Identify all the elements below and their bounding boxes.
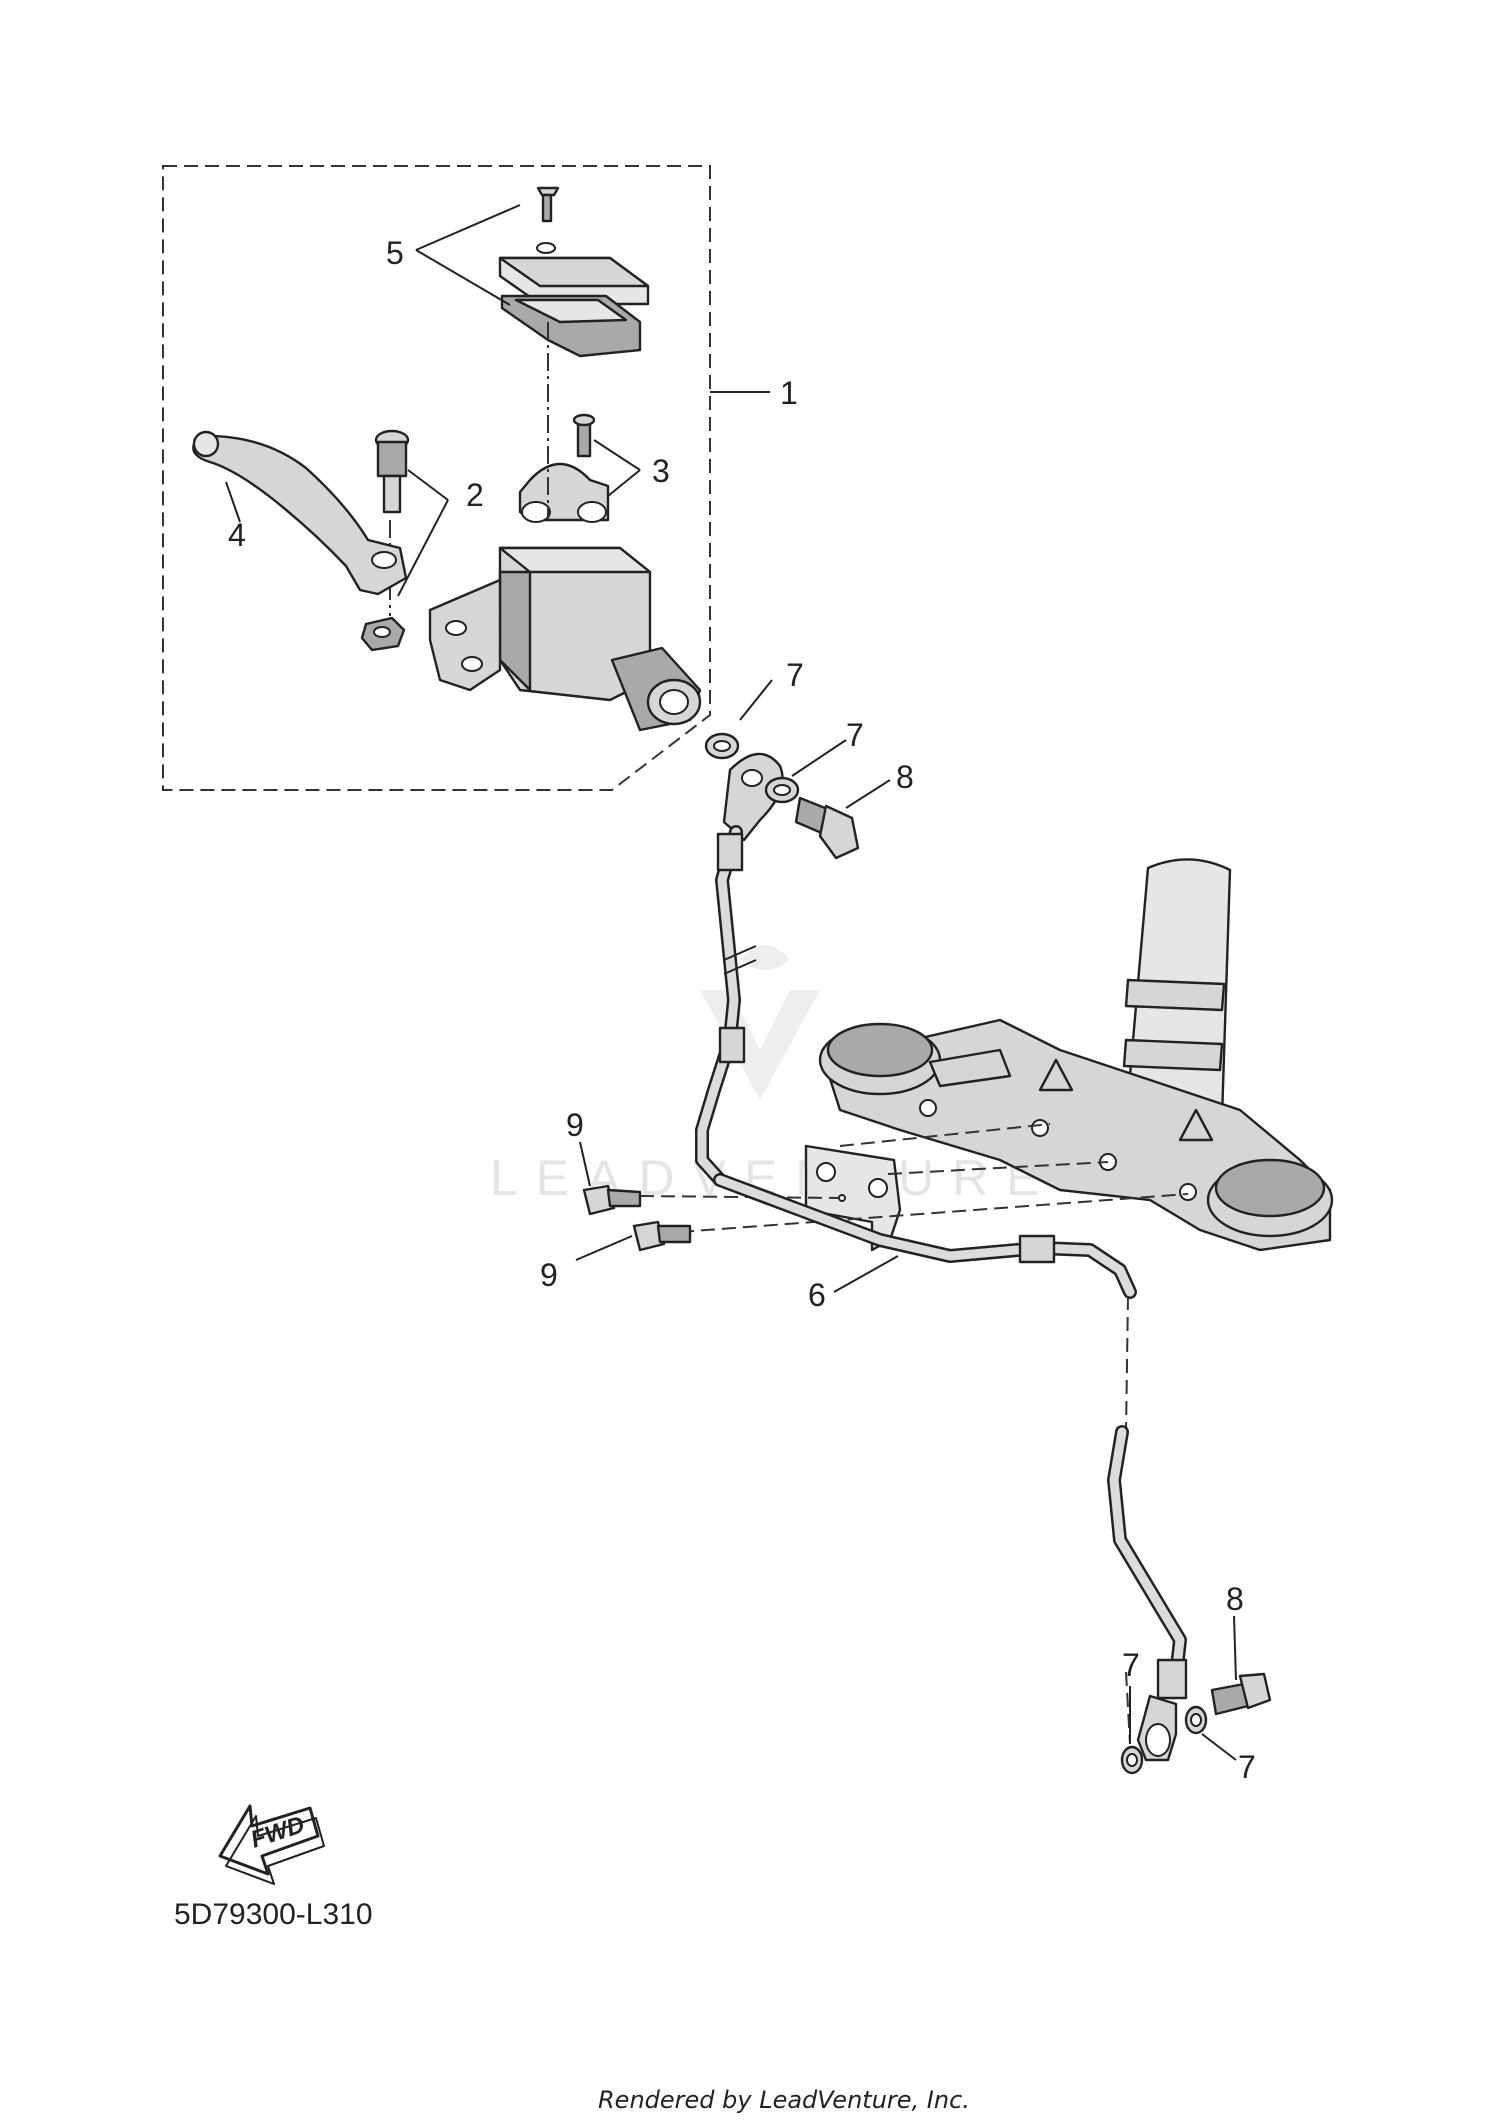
diagram-code: 5D79300-L310: [174, 1898, 373, 1931]
lever-pivot-bolt: [360, 429, 410, 652]
callout-3: 3: [652, 453, 670, 489]
callout-7-upper-right: 7: [846, 717, 864, 753]
footer-credit: Rendered by LeadVenture, Inc.: [598, 2086, 970, 2114]
callout-7-upper-left: 7: [786, 657, 804, 693]
upper-union-bolt: [794, 796, 860, 860]
brake-lever: [192, 430, 408, 596]
callout-8-lower: 8: [1226, 1581, 1244, 1617]
callout-9-upper: 9: [566, 1107, 584, 1143]
brake-hose-lower: [713, 1173, 1188, 1700]
leader-lines: [225, 481, 1237, 1761]
upper-banjo-fitting: [704, 732, 800, 842]
fwd-arrow-icon: FWD: [218, 1804, 325, 1885]
callout-2: 2: [466, 477, 484, 513]
callout-7-lower-left: 7: [1122, 1647, 1140, 1683]
callout-9-lower: 9: [540, 1257, 558, 1293]
callout-4: 4: [228, 517, 246, 553]
brake-hose-upper: [695, 825, 757, 1187]
master-cylinder-body: [428, 546, 702, 732]
callout-6: 6: [808, 1277, 826, 1313]
bracket-bolts: [582, 1184, 692, 1252]
callout-8-upper: 8: [896, 759, 914, 795]
assembly-boundary: [162, 165, 711, 791]
callout-1: 1: [780, 375, 798, 411]
steering-head: [818, 858, 1334, 1252]
lower-banjo-fitting: [1120, 1672, 1272, 1775]
reservoir-cap-set: [498, 186, 650, 358]
callout-5: 5: [386, 235, 404, 271]
callout-7-lower-right: 7: [1238, 1749, 1256, 1785]
handlebar-clamp: [518, 413, 610, 523]
